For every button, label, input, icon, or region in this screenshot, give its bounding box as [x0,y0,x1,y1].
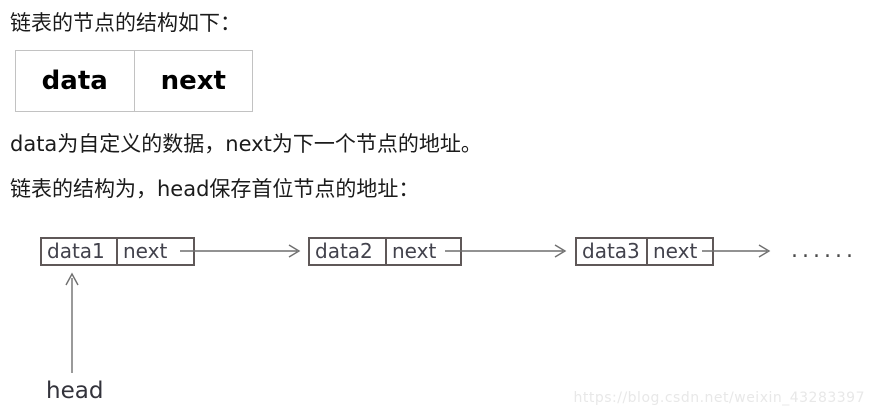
list-structure-description: 链表的结构为，head保存首位节点的地址： [10,177,420,201]
node3-data-cell: data3 [577,239,648,264]
node2-data-cell: data2 [310,239,387,264]
node2-next-cell: next [392,239,437,263]
intro-text: 链表的节点的结构如下： [10,11,241,35]
arrow-node1-to-node2-head-icon [288,244,301,258]
ellipsis-text: ...... [791,238,857,263]
watermark-url: https://blog.csdn.net/weixin_43283397 [573,390,865,406]
node1-data-cell: data1 [42,239,118,264]
table-cell-next: next [160,66,226,96]
data-next-description: data为自定义的数据，next为下一个节点的地址。 [10,132,482,156]
arrow-node2-to-node3-head-icon [554,244,567,258]
list-node-1: data1 next [40,237,195,266]
node-structure-table: data next [15,50,253,112]
arrow-node3-to-ellipsis-head-icon [758,244,771,258]
table-cell-data: data [16,51,135,111]
list-node-3: data3 next [575,237,714,266]
node1-next-cell: next [123,239,168,263]
head-pointer-arrowhead-icon [65,272,79,286]
head-label: head [46,378,104,404]
node3-next-cell: next [653,239,698,263]
list-node-2: data2 next [308,237,462,266]
